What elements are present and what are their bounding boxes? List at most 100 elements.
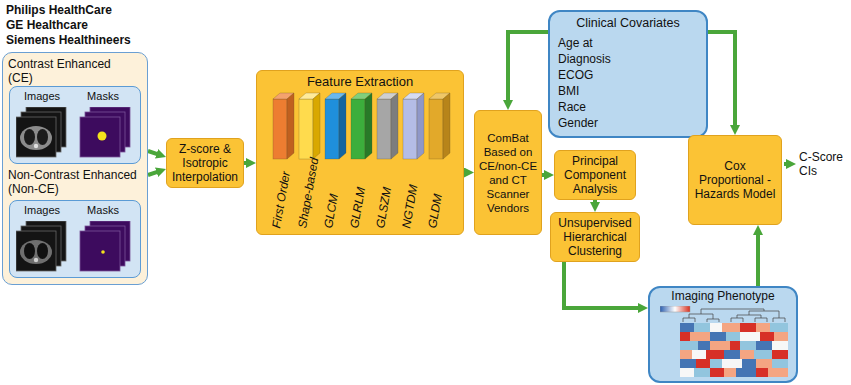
ct-slices xyxy=(37,129,48,145)
heatmap-cells xyxy=(756,341,772,350)
ngtdm-bar xyxy=(417,93,424,159)
vendor-name: Siemens Healthineers xyxy=(6,33,131,47)
ct-thumbnails xyxy=(16,221,136,275)
process-box: ComBat Based on CE/non-CE and CT Scanner… xyxy=(474,110,542,235)
ct-thumbnails xyxy=(16,107,136,161)
output-label: C-Score CIs xyxy=(799,150,846,178)
node-text: ComBat Based on CE/non-CE and CT Scanner… xyxy=(477,131,539,215)
shape-bar xyxy=(299,93,320,159)
node-text: Z-score & Isotropic Interpolation xyxy=(170,142,240,184)
flow-arrow xyxy=(564,262,642,308)
glrlm-bar xyxy=(365,93,372,159)
ngtdm-bar xyxy=(403,93,424,159)
glcm-bar xyxy=(325,99,339,159)
heatmap-cells xyxy=(740,323,756,332)
covariates-box: Clinical CovariatesAge at DiagnosisECOGB… xyxy=(548,10,708,138)
mask-slices xyxy=(80,221,130,271)
node-text: Contrast Enhanced (CE) xyxy=(8,57,118,85)
flow-arrow xyxy=(148,171,160,175)
feature-class: GLDM xyxy=(425,193,445,230)
node-text: Images xyxy=(12,89,72,103)
heatmap-cells xyxy=(710,341,730,350)
first-order-bar xyxy=(273,99,287,159)
process-box: Z-score & Isotropic Interpolation xyxy=(166,138,244,188)
mask-slices xyxy=(80,231,120,271)
heatmap-cells xyxy=(680,323,694,332)
node-text: Gender xyxy=(558,115,698,131)
mask-slices xyxy=(101,250,105,254)
glrlm-bar xyxy=(351,99,365,159)
glszm-bar xyxy=(377,99,391,159)
flow-arrow xyxy=(542,173,548,177)
ct-slices xyxy=(16,107,66,157)
ct-slices xyxy=(24,243,35,259)
output-arrow xyxy=(784,162,790,166)
heatmap-cells xyxy=(768,368,788,377)
node-text: BMI xyxy=(558,83,698,99)
heatmap-cells xyxy=(680,368,694,377)
vendor-name: Philips HealthCare xyxy=(6,3,112,17)
source-panel: Contrast Enhanced (CE)Non-Contrast Enhan… xyxy=(2,52,148,285)
node-text: ECOG xyxy=(558,67,698,83)
shape-bar xyxy=(313,93,320,159)
heatmap-cells xyxy=(772,341,788,350)
heatmap xyxy=(660,306,792,378)
heatmap-cells xyxy=(690,332,710,341)
image-set-box: ImagesMasks xyxy=(9,86,141,164)
heatmap-cells xyxy=(754,350,772,359)
heatmap-cells xyxy=(698,341,710,350)
heatmap-cells xyxy=(772,359,788,368)
ct-slices xyxy=(16,231,56,271)
mask-slices xyxy=(80,117,120,157)
heatmap-cells xyxy=(736,368,756,377)
ct-slices xyxy=(16,117,56,157)
feature-class: First Order xyxy=(269,170,293,229)
process-box: Principal Component Analysis xyxy=(554,150,636,200)
dendrogram xyxy=(683,309,785,322)
flow-arrow xyxy=(464,171,468,175)
feature-class: GLRLM xyxy=(347,186,368,229)
node-text: Principal Component Analysis xyxy=(558,154,632,196)
node-text: Clinical Covariates xyxy=(558,15,698,31)
gldm-bar xyxy=(429,93,450,159)
ct-slices xyxy=(20,240,52,264)
ct-slices xyxy=(16,221,66,271)
shape-bar xyxy=(299,99,313,159)
heatmap-cells xyxy=(740,332,760,341)
gldm-bar xyxy=(429,99,443,159)
heatmap-cells xyxy=(722,359,742,368)
ct-slices xyxy=(20,126,52,150)
node-text: Unsupervised Hierarchical Clustering xyxy=(554,216,636,258)
ct-slices xyxy=(34,144,38,148)
flow-arrow xyxy=(244,161,250,165)
glszm-bar xyxy=(377,93,398,159)
glszm-bar xyxy=(391,93,398,159)
process-box: Unsupervised Hierarchical Clustering xyxy=(550,212,640,262)
node-text: Age at Diagnosis xyxy=(558,35,622,67)
heatmap-cells xyxy=(710,332,726,341)
flow-arrow xyxy=(756,231,760,286)
feature-class: Shape-based xyxy=(295,156,321,229)
feature-class: NGTDM xyxy=(399,183,420,229)
heatmap-cells xyxy=(710,359,722,368)
heatmap-cells xyxy=(680,341,698,350)
heatmap-cells xyxy=(710,368,724,377)
glcm-bar xyxy=(339,93,346,159)
heatmap-cells xyxy=(740,341,756,350)
feature-bars xyxy=(271,91,455,161)
heatmap-cells xyxy=(770,323,788,332)
feature-class: GLCM xyxy=(321,193,341,230)
heatmap-cells xyxy=(756,359,772,368)
heatmap-cells xyxy=(694,368,710,377)
glrlm-bar xyxy=(351,93,372,159)
ngtdm-bar xyxy=(403,99,417,159)
heatmap-cells xyxy=(680,359,696,368)
vendor-name: GE Healthcare xyxy=(6,18,88,32)
heatmap-cells xyxy=(756,368,768,377)
ct-slices xyxy=(24,129,35,145)
glcm-bar xyxy=(325,93,346,159)
heatmap-cells xyxy=(680,332,690,341)
first-order-bar xyxy=(287,93,294,159)
